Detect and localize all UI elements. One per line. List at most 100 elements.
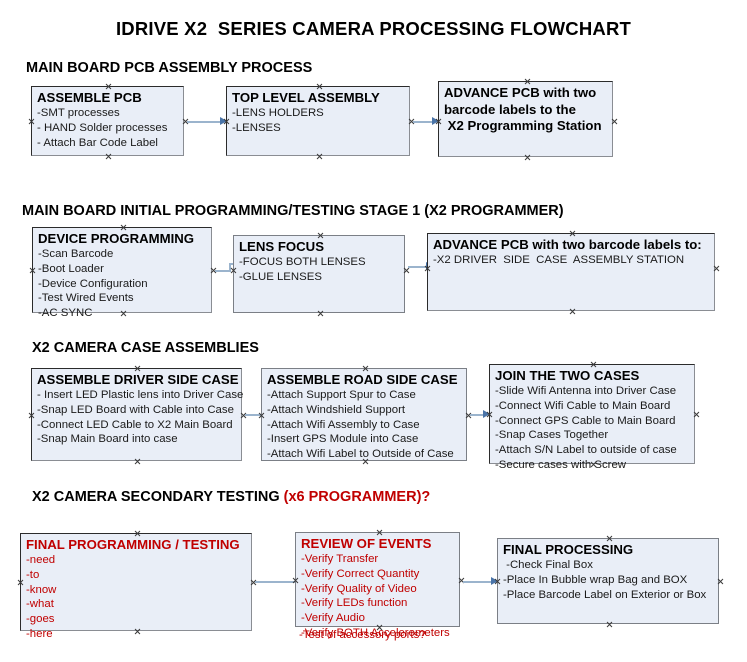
box-title: JOIN THE TWO CASES: [495, 368, 640, 383]
box-line: -Place Barcode Label on Exterior or Box: [503, 588, 707, 601]
box-line: -Attach Wifi Assembly to Case: [267, 418, 420, 431]
box-line: -Verify LEDs function: [301, 597, 408, 610]
connector-line: [463, 581, 496, 583]
connector-line: [470, 414, 486, 416]
box-line: -AC SYNC: [38, 306, 93, 319]
box-line: -Slide Wifi Antenna into Driver Case: [495, 385, 677, 398]
connector-handle-bottom[interactable]: [105, 153, 112, 160]
connector-handle-top[interactable]: [362, 365, 369, 372]
box-line: -Snap Main Board into case: [37, 433, 178, 446]
box-review-of-events[interactable]: REVIEW OF EVENTS -Verify Transfer -Verif…: [295, 529, 460, 639]
connector-line: [413, 121, 435, 123]
connector-line: [408, 266, 429, 268]
section-heading-main-board-initial-programming: MAIN BOARD INITIAL PROGRAMMING/TESTING S…: [22, 203, 564, 219]
box-lens-focus[interactable]: LENS FOCUS -FOCUS BOTH LENSES -GLUE LENS…: [233, 235, 405, 313]
box-line: -Attach Support Spur to Case: [267, 389, 416, 402]
box-title: ASSEMBLE ROAD SIDE CASE: [267, 372, 458, 387]
box-line: -Verify Quality of Video: [301, 582, 417, 595]
box-line: - Attach Bar Code Label: [37, 136, 158, 149]
box-title: ASSEMBLE PCB: [37, 90, 142, 105]
box-title: LENS FOCUS: [239, 239, 324, 254]
box-join-the-two-cases[interactable]: JOIN THE TWO CASES -Slide Wifi Antenna i…: [489, 361, 695, 471]
box-line: -Insert GPS Module into Case: [267, 433, 419, 446]
connector-handle-left[interactable]: [29, 267, 36, 274]
connector-handle-top[interactable]: [590, 361, 597, 368]
box-line: -what: [26, 598, 54, 611]
box-assemble-pcb[interactable]: ASSEMBLE PCB -SMT processes - HAND Solde…: [31, 86, 184, 156]
box-title: FINAL PROGRAMMING / TESTING: [26, 537, 240, 552]
connector-handle-top[interactable]: [134, 365, 141, 372]
section-heading-text: X2 CAMERA SECONDARY TESTING: [32, 489, 284, 505]
box-line: -Connect Wifi Cable to Main Board: [495, 399, 671, 412]
box-line: -Scan Barcode: [38, 248, 114, 261]
box-review-of-events-overflow-line: -Test of accessory ports?: [299, 629, 426, 641]
box-line: -Snap LED Board with Cable into Case: [37, 403, 234, 416]
connector-handle-top[interactable]: [316, 83, 323, 90]
connector-handle-top[interactable]: [524, 78, 531, 85]
box-assemble-road-side-case[interactable]: ASSEMBLE ROAD SIDE CASE -Attach Support …: [261, 368, 467, 461]
box-line: -Boot Loader: [38, 262, 104, 275]
box-title: ADVANCE PCB with two barcode labels to:: [433, 237, 702, 252]
connector-handle-right[interactable]: [713, 265, 720, 272]
connector-handle-bottom[interactable]: [134, 458, 141, 465]
connector-handle-right[interactable]: [693, 411, 700, 418]
box-line: -FOCUS BOTH LENSES: [239, 256, 366, 269]
box-device-programming[interactable]: DEVICE PROGRAMMING -Scan Barcode -Boot L…: [29, 224, 212, 319]
connector-handle-top[interactable]: [606, 535, 613, 542]
connector-line: [187, 121, 222, 123]
connector-handle-top[interactable]: [105, 83, 112, 90]
connector-handle-bottom[interactable]: [524, 154, 531, 161]
box-line: -Verify Correct Quantity: [301, 567, 420, 580]
box-line: -X2 DRIVER SIDE CASE ASSEMBLY STATION: [433, 254, 685, 267]
box-final-programming-testing[interactable]: FINAL PROGRAMMING / TESTING -need -to -k…: [17, 530, 252, 640]
section-heading-accent: (x6 PROGRAMMER)?: [283, 489, 431, 505]
connector-line: [215, 270, 231, 272]
connector-handle-right[interactable]: [717, 578, 724, 585]
connector-handle-right[interactable]: [403, 267, 410, 274]
connector-handle-bottom[interactable]: [606, 621, 613, 628]
box-line: -here: [26, 627, 53, 640]
connector-handle-left[interactable]: [28, 118, 35, 125]
connector-handle-top[interactable]: [376, 529, 383, 536]
box-advance-pcb-driver-side[interactable]: ADVANCE PCB with two barcode labels to: …: [427, 233, 715, 311]
box-line: -Test Wired Events: [38, 292, 134, 305]
connector-handle-bottom[interactable]: [317, 310, 324, 317]
box-line: -Connect LED Cable to X2 Main Board: [37, 418, 233, 431]
connector-arrow-icon: [432, 117, 439, 125]
box-line: -Attach Windshield Support: [267, 403, 406, 416]
connector-line: [255, 581, 295, 583]
connector-handle-left[interactable]: [28, 412, 35, 419]
connector-line: [245, 414, 264, 416]
box-advance-pcb-programming-station[interactable]: ADVANCE PCB with two barcode labels to t…: [438, 81, 613, 157]
connector-handle-bottom[interactable]: [569, 308, 576, 315]
box-final-processing[interactable]: FINAL PROCESSING -Check Final Box -Place…: [497, 538, 719, 624]
box-line: -Connect GPS Cable to Main Board: [495, 414, 676, 427]
box-line: -Secure cases with Screw: [495, 458, 627, 471]
box-line: - HAND Solder processes: [37, 121, 168, 134]
box-title: DEVICE PROGRAMMING: [38, 231, 195, 246]
connector-handle-right[interactable]: [611, 118, 618, 125]
box-assemble-driver-side-case[interactable]: ASSEMBLE DRIVER SIDE CASE - Insert LED P…: [28, 365, 244, 461]
box-title: FINAL PROCESSING: [503, 542, 634, 557]
box-title: ASSEMBLE DRIVER SIDE CASE: [37, 372, 239, 387]
connector-line: [229, 264, 231, 271]
connector-handle-top[interactable]: [317, 232, 324, 239]
connector-handle-top[interactable]: [120, 224, 127, 231]
connector-arrow-icon: [220, 117, 227, 125]
connector-handle-top[interactable]: [134, 530, 141, 537]
connector-arrow-icon: [483, 410, 490, 418]
connector-handle-left[interactable]: [17, 579, 24, 586]
connector-handle-left[interactable]: [230, 267, 237, 274]
box-line: - Insert LED Plastic lens into Driver Ca…: [37, 389, 244, 402]
box-line: -know: [26, 583, 57, 596]
box-title: TOP LEVEL ASSEMBLY: [232, 90, 380, 105]
box-line: -need: [26, 554, 56, 567]
box-line: -LENS HOLDERS: [232, 107, 324, 120]
section-heading-main-board-pcb-assembly: MAIN BOARD PCB ASSEMBLY PROCESS: [26, 60, 313, 76]
box-line: -Device Configuration: [38, 277, 148, 290]
box-line: -Attach Wifi Label to Outside of Case: [267, 447, 454, 460]
box-top-level-assembly[interactable]: TOP LEVEL ASSEMBLY -LENS HOLDERS -LENSES: [226, 86, 410, 156]
connector-handle-bottom[interactable]: [316, 153, 323, 160]
connector-handle-top[interactable]: [569, 230, 576, 237]
